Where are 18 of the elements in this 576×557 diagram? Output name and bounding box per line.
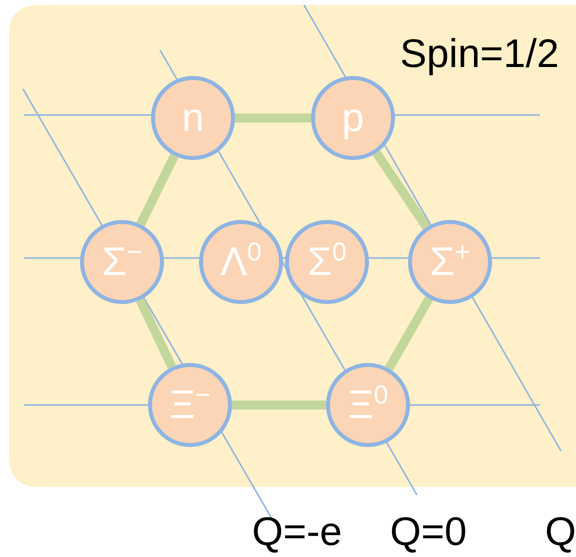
particle-symbol: Σ$^{−}$ <box>102 242 142 282</box>
particle-symbol: Σ$^{0}$ <box>307 242 347 282</box>
charge-label: Q=-e <box>252 512 342 552</box>
charge-label: Q=0 <box>390 512 467 552</box>
connector-line <box>136 298 176 369</box>
particle-symbol: Ξ$^{−}$ <box>169 385 211 425</box>
particle-symbol: n <box>182 98 204 138</box>
spin-label: Spin=1/2 <box>400 34 560 74</box>
charge-label: Q <box>545 512 576 552</box>
particle-symbol: Λ$^{0}$ <box>220 242 262 282</box>
connector-line <box>136 154 178 226</box>
connector-line <box>385 296 433 371</box>
particle-symbol: Ξ$^{0}$ <box>348 385 388 425</box>
connector-line <box>235 114 311 122</box>
connector-line <box>372 150 430 230</box>
particle-symbol: p <box>342 98 364 138</box>
connector-line <box>232 400 326 410</box>
particle-symbol: Σ$^{+}$ <box>430 242 470 282</box>
